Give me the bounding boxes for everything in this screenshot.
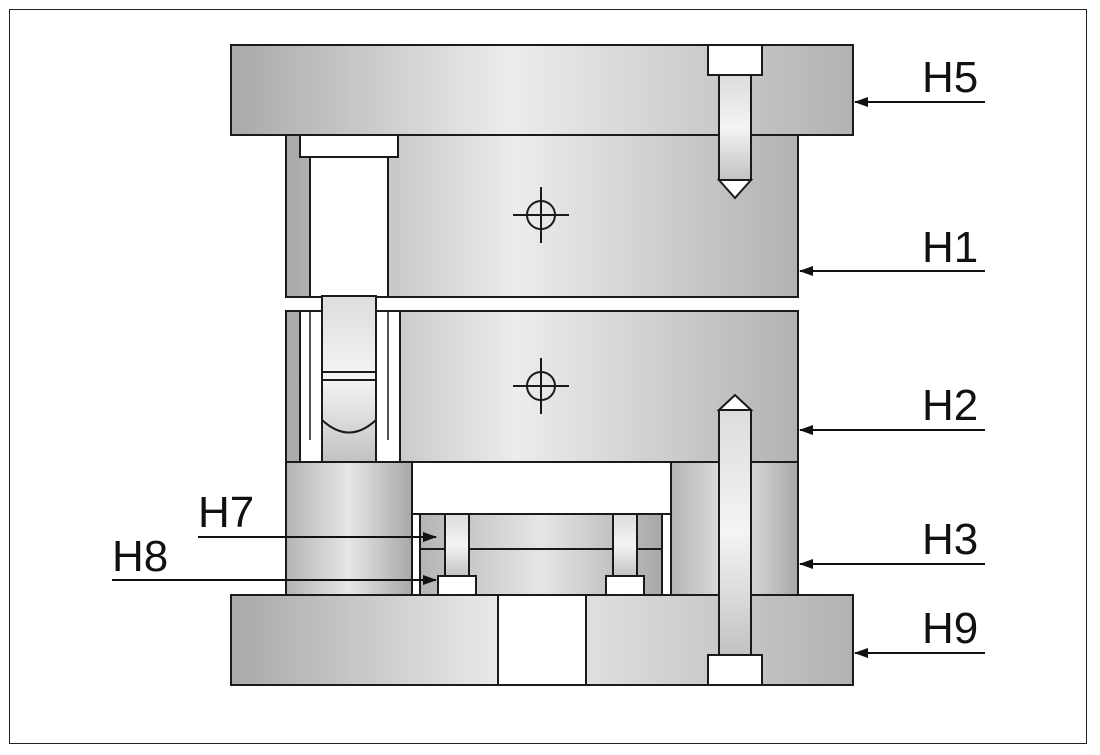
- label-H5: H5: [922, 53, 978, 102]
- label-H7: H7: [198, 488, 254, 537]
- long-bolt-head: [707, 654, 763, 686]
- center-gap: [411, 461, 672, 515]
- inner-pin-left-base: [437, 575, 477, 596]
- guide-post-upper: [309, 156, 389, 298]
- label-H9: H9: [922, 604, 978, 653]
- label-H1: H1: [922, 223, 978, 272]
- inner-pin-left-top: [444, 513, 470, 577]
- inner-pin-right-base: [605, 575, 645, 596]
- label-H3: H3: [922, 515, 978, 564]
- long-bolt-shank: [718, 409, 752, 656]
- guide-post-cap: [299, 134, 399, 158]
- spacer-block-left: [285, 461, 413, 596]
- bottom-plate-slot: [497, 594, 587, 686]
- inner-pin-right-top: [612, 513, 638, 577]
- top-bolt-head: [707, 44, 763, 76]
- top-bolt-shank: [718, 74, 752, 181]
- label-H2: H2: [922, 381, 978, 430]
- label-H8: H8: [112, 532, 168, 581]
